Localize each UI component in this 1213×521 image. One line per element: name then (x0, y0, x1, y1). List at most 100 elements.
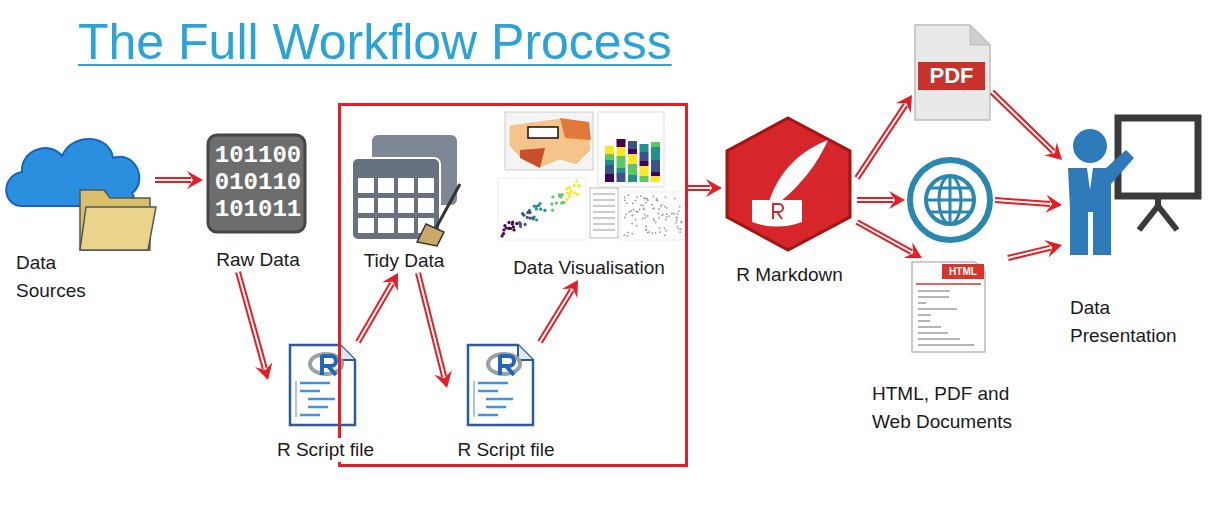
node-label: R Script file (447, 438, 565, 462)
scatter-point (518, 221, 521, 224)
scatter-point (624, 199, 626, 201)
scatter-point (652, 232, 654, 234)
bar-chart-frame (598, 112, 664, 187)
node-label: Raw Data (203, 248, 313, 272)
scatter-point (645, 198, 647, 200)
scatter-point (568, 195, 571, 198)
scatter-point (639, 209, 641, 211)
body (1068, 150, 1134, 255)
node-label: HTML, PDF and Web Documents (872, 380, 1037, 436)
bar-segment (651, 172, 660, 176)
hexagon (727, 118, 850, 250)
scatter-point (632, 215, 634, 217)
scatter-point (643, 209, 645, 211)
arrow-shaft-gap (155, 179, 191, 181)
scatter-point (501, 234, 504, 237)
scatter-point (658, 217, 660, 219)
arrow-head (255, 362, 272, 380)
flow-arrow (540, 280, 578, 342)
map-region (560, 118, 591, 140)
arrow-shaft-gap (418, 273, 444, 376)
inkwell (752, 200, 802, 227)
table-cell (378, 218, 394, 233)
bar-segment (617, 156, 626, 168)
scatter-point (628, 194, 630, 196)
table-line (593, 229, 615, 231)
table-line (593, 217, 615, 219)
scatter-point (645, 226, 647, 228)
arrow-shaft (688, 185, 710, 191)
scatter-point (637, 196, 639, 198)
bar-segment (628, 175, 637, 182)
scatter-point (656, 198, 658, 200)
table-cell (358, 198, 374, 213)
scatter-point (625, 214, 627, 216)
scatter-point (627, 235, 629, 237)
flow-arrow (418, 273, 452, 388)
arrow-head (562, 280, 578, 298)
arrow-shaft (155, 177, 191, 183)
scatter-point (675, 222, 677, 224)
bar-segment (628, 154, 637, 164)
globe-icon (910, 160, 990, 240)
scatter-point (558, 194, 561, 197)
arrow-head (1044, 240, 1062, 258)
bar-segment (651, 176, 660, 182)
arrow-shaft (1008, 248, 1050, 258)
scatter-point (576, 193, 579, 196)
arrow-head (904, 242, 922, 258)
r-script-icon (468, 345, 533, 425)
scatter-point (526, 216, 529, 219)
text-line (918, 308, 957, 310)
flow-arrow (857, 222, 922, 258)
globe-lines (926, 176, 974, 224)
bar-segment (640, 144, 649, 152)
scatter-point (632, 233, 634, 235)
page (912, 262, 985, 352)
arrow-head (896, 95, 912, 113)
bar-segment (605, 165, 614, 174)
arrow-head (187, 171, 203, 189)
scatter-point (519, 225, 522, 228)
bar-segment (628, 164, 637, 175)
scatter-point (665, 230, 667, 232)
scatter-point (680, 228, 682, 230)
scatter-point (653, 207, 655, 209)
scatter-point (642, 205, 644, 207)
scatter-point (653, 196, 655, 198)
scatter-point (645, 229, 647, 231)
table-line (593, 205, 615, 207)
table-cell (358, 178, 374, 193)
scatter-point (679, 206, 681, 208)
scatter-point (657, 200, 659, 202)
scatter-point (655, 232, 657, 234)
arrow-shaft (238, 272, 265, 368)
scatter-point (635, 200, 637, 202)
scatter-point (623, 234, 625, 236)
scatter-point (647, 232, 649, 234)
arrow-shaft (358, 283, 392, 342)
bar-segment (640, 166, 649, 176)
bar-segment (617, 168, 626, 173)
scatter-point (627, 231, 629, 233)
scatter-point (644, 217, 646, 219)
table-cell (378, 198, 394, 213)
html-tag (942, 264, 984, 279)
scatter-point (565, 198, 568, 201)
scatter-point (658, 213, 660, 215)
scatter-point (637, 211, 639, 213)
bar-segment (605, 174, 614, 182)
scatter-point (666, 213, 668, 215)
scatter-point (665, 219, 667, 221)
table-line (593, 211, 615, 213)
scatter-frame (498, 178, 586, 240)
scatter-point (676, 217, 678, 219)
node-label: Data Visualisation (495, 256, 683, 280)
scatter-point (671, 213, 673, 215)
text-line (918, 320, 930, 322)
scatter-point (664, 235, 666, 237)
scatter-point (636, 225, 638, 227)
map-frame (505, 112, 593, 170)
map-tooltip (528, 127, 558, 138)
bar-segment (628, 149, 637, 154)
